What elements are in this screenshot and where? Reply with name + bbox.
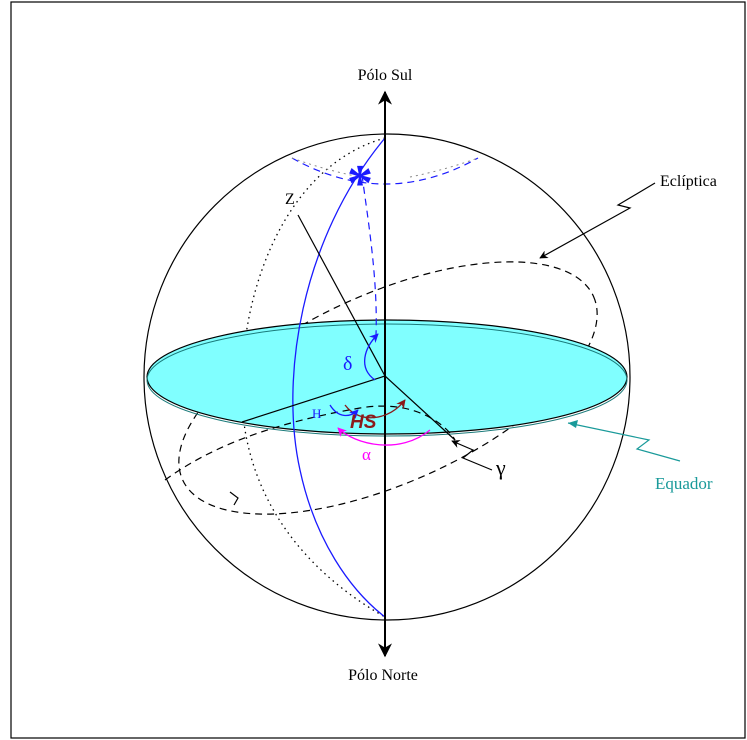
south-pole-label: Pólo Sul (358, 67, 413, 84)
alpha-arc (337, 427, 431, 446)
equator-pointer (567, 422, 681, 462)
hour-angle-label: H (312, 406, 321, 421)
alpha-label: α (362, 445, 371, 464)
delta-label: δ (343, 353, 352, 375)
star-hour-circle (292, 137, 386, 618)
delta-arc (364, 333, 379, 381)
equator-label: Equador (655, 474, 713, 493)
ecliptic-front-arc (164, 405, 456, 481)
star-declination-line (361, 174, 377, 336)
ecliptic-tick (229, 491, 239, 506)
frame-border (10, 1, 746, 739)
equator-plane (146, 319, 628, 435)
ecliptic-pointer (539, 182, 656, 259)
equator-pointer-head (568, 420, 578, 428)
declination-parallel-back-2 (409, 157, 479, 178)
declination-parallel-back (291, 157, 361, 178)
star-icon: * (347, 155, 373, 212)
north-pole-label: Pólo Norte (348, 667, 418, 684)
zenith-label: Z (285, 191, 295, 208)
zenith-line (297, 214, 386, 377)
gamma-pointer (451, 440, 493, 471)
vernal-equinox-line (384, 375, 456, 441)
gamma-label: γ (495, 455, 506, 480)
hour-angle-line (241, 375, 386, 423)
sidereal-time-label: HS (350, 412, 377, 433)
ecliptic-circle (178, 261, 598, 515)
ecliptic-label: Eclíptica (660, 173, 717, 190)
hour-angle-arc (329, 404, 359, 420)
